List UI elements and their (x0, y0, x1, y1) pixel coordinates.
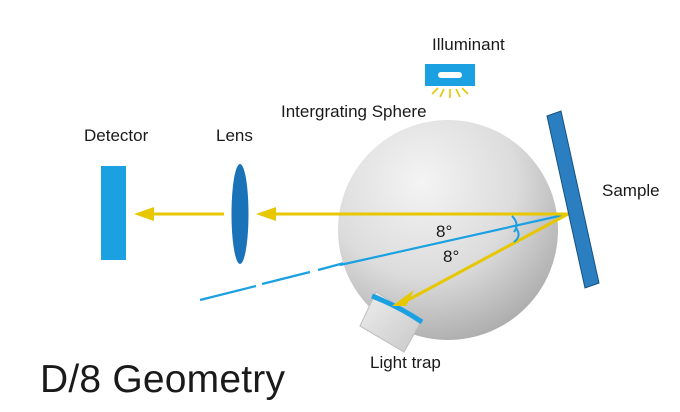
lens-shape (231, 164, 249, 264)
angle-arc-upper (511, 215, 518, 233)
dashed-specular-line (199, 260, 349, 302)
illuminant-lamp (438, 72, 462, 78)
angle-label-lower: 8° (443, 247, 460, 266)
illuminant-label: Illuminant (432, 35, 505, 54)
detector-label: Detector (84, 126, 149, 145)
angle-label-upper: 8° (436, 222, 453, 241)
sample-plate (546, 110, 600, 289)
trap-ray-arrowhead (392, 290, 414, 306)
main-ray (256, 207, 568, 221)
main-ray-arrowhead (256, 207, 276, 221)
illuminant-rays (431, 87, 469, 98)
specular-line (339, 212, 569, 267)
angle-arc-lower (513, 227, 520, 243)
detector-ray-arrowhead (134, 207, 154, 221)
trap-ray (392, 212, 569, 306)
diagram-title: D/8 Geometry (40, 358, 286, 401)
integrating-sphere (338, 120, 558, 340)
sphere-label: Intergrating Sphere (281, 102, 427, 121)
detector-ray (134, 207, 224, 221)
detector-block (101, 166, 126, 260)
light-trap (359, 291, 424, 353)
light-trap-label: Light trap (370, 353, 441, 372)
illuminant (425, 64, 475, 98)
sample-label: Sample (602, 181, 660, 200)
light-trap-edge (371, 293, 424, 325)
lens-label: Lens (216, 126, 253, 145)
